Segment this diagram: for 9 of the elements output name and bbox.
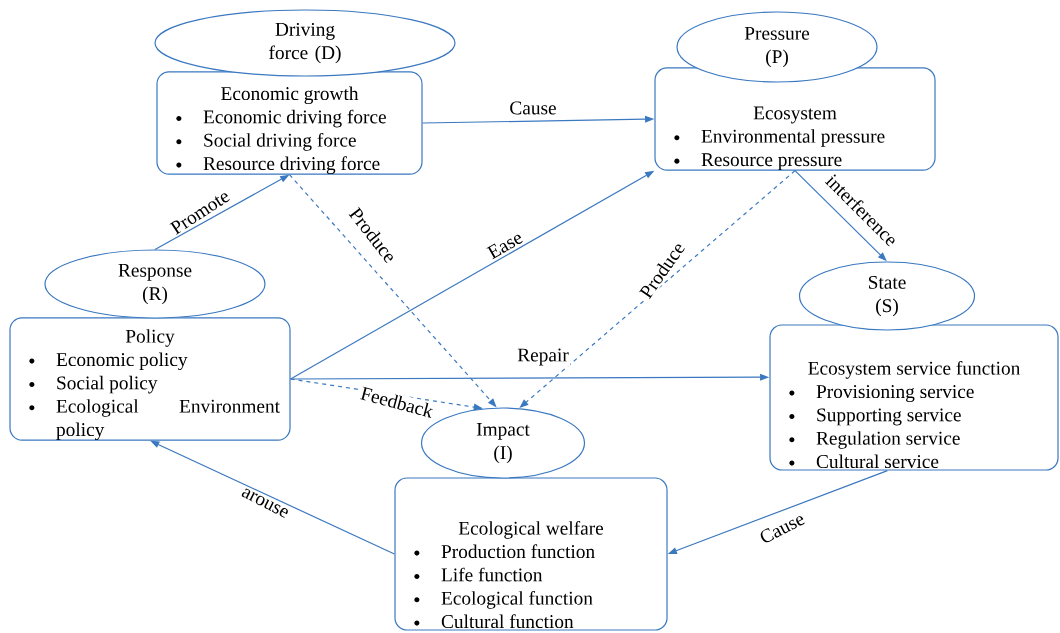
edge-label: Ease [484,228,526,262]
content-box: Ecological welfare Production function Life function Ecological function Cultural function [394,477,668,631]
edge-label: Feedback [357,384,437,420]
edge-label: Repair [515,347,571,367]
edge-label: Cause [756,509,808,547]
edge-label: arouse [238,485,292,521]
content-box: Policy Economic policy Social policy Ecological Environment policy [9,317,291,441]
edge-label: Cause [508,100,558,116]
content-box: Ecosystem service function Provisioning service Supporting service Regulation service Cultural service [769,324,1059,471]
